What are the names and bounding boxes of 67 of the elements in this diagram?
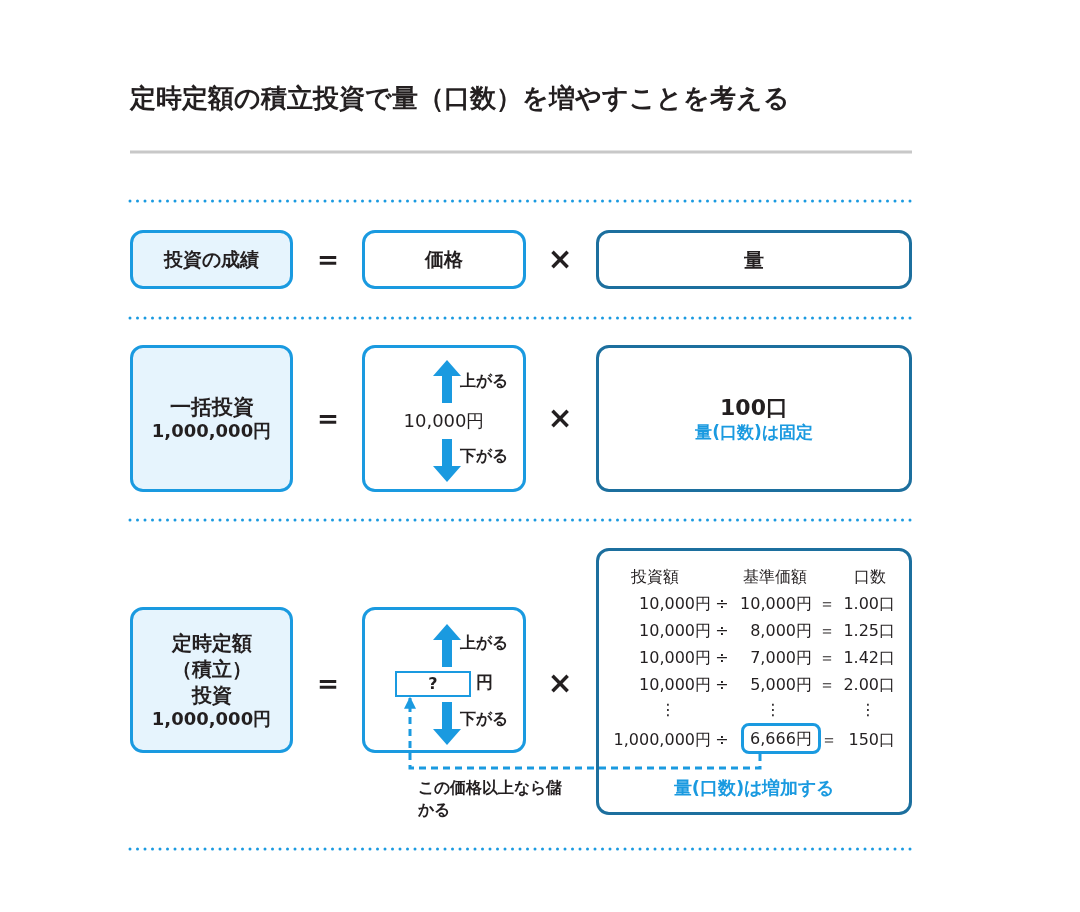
node-text: 下がる: [460, 446, 508, 466]
operator: ＝: [821, 732, 837, 748]
operator: ÷: [715, 677, 729, 693]
table-cell: 10,000円: [639, 623, 711, 639]
node-text: 上がる: [460, 633, 508, 653]
node-label: 価格: [425, 248, 463, 271]
table-cell: 10,000円: [639, 677, 711, 693]
node-label: 6,666円: [750, 728, 812, 749]
price-field: [395, 671, 471, 697]
node-label: 量(口数)は増加する: [672, 777, 836, 799]
table-cell: 10,000円: [639, 596, 711, 612]
ellipsis: ⋮: [860, 702, 876, 718]
term-box: [362, 230, 526, 289]
method-box: [130, 345, 293, 492]
multiply-sign: ×: [547, 668, 573, 698]
node-label: 量: [744, 247, 764, 272]
node-text: 1,000,000円: [151, 420, 272, 442]
operator: ÷: [715, 596, 729, 612]
table-cell: 10,000円: [740, 596, 812, 612]
dashed-arrow: [404, 696, 762, 770]
table-cell: 2.00口: [843, 677, 895, 693]
term-box: [130, 230, 293, 289]
table-cell: 1.00口: [843, 596, 895, 612]
table-cell: 7,000円: [750, 650, 812, 666]
price-box: [362, 345, 526, 492]
price-box: [362, 607, 526, 753]
node-text: 下がる: [460, 709, 508, 729]
table-cell: 1.25口: [843, 623, 895, 639]
operator: ÷: [715, 623, 729, 639]
table-cell: 10,000円: [639, 650, 711, 666]
equals-sign: ＝: [313, 244, 343, 274]
node-text: 量(口数)は固定: [695, 421, 813, 442]
table-cell: 150口: [848, 732, 895, 748]
column-header: 基準価額: [743, 569, 807, 585]
ellipsis: ⋮: [765, 702, 781, 718]
unit-label: 円: [476, 672, 493, 693]
node-label: ?: [428, 674, 438, 694]
operator: ÷: [715, 650, 729, 666]
operator: ÷: [715, 732, 729, 748]
table-cell: 1,000,000円: [613, 732, 711, 748]
node-label: 投資の成績: [164, 248, 259, 271]
method-box: [130, 607, 293, 753]
title: 定時定額の積立投資で量（口数）を増やすことを考える: [130, 82, 791, 115]
node-text: 1,000,000円: [151, 708, 272, 730]
operator: ＝: [819, 650, 835, 666]
node-text: 100口: [720, 395, 788, 422]
column-header: 口数: [854, 569, 886, 585]
node-text: 上がる: [460, 371, 508, 391]
table-cell: 8,000円: [750, 623, 812, 639]
equals-sign: ＝: [313, 403, 343, 433]
node-text: 定時定額（積立）投資: [170, 630, 253, 709]
equals-sign: ＝: [313, 668, 343, 698]
quantity-box: [596, 548, 912, 815]
multiply-sign: ×: [547, 403, 573, 433]
operator: ＝: [819, 596, 835, 612]
table-cell: 5,000円: [750, 677, 812, 693]
column-header: 投資額: [631, 569, 679, 585]
highlight-box: [741, 723, 821, 754]
term-box: [596, 230, 912, 289]
quantity-box: [596, 345, 912, 492]
ellipsis: ⋮: [660, 702, 676, 718]
operator: ＝: [819, 677, 835, 693]
node-text: 一括投資: [169, 395, 254, 421]
operator: ＝: [819, 623, 835, 639]
multiply-sign: ×: [547, 244, 573, 274]
table-cell: 1.42口: [843, 650, 895, 666]
node-text: 10,000円: [402, 410, 486, 432]
